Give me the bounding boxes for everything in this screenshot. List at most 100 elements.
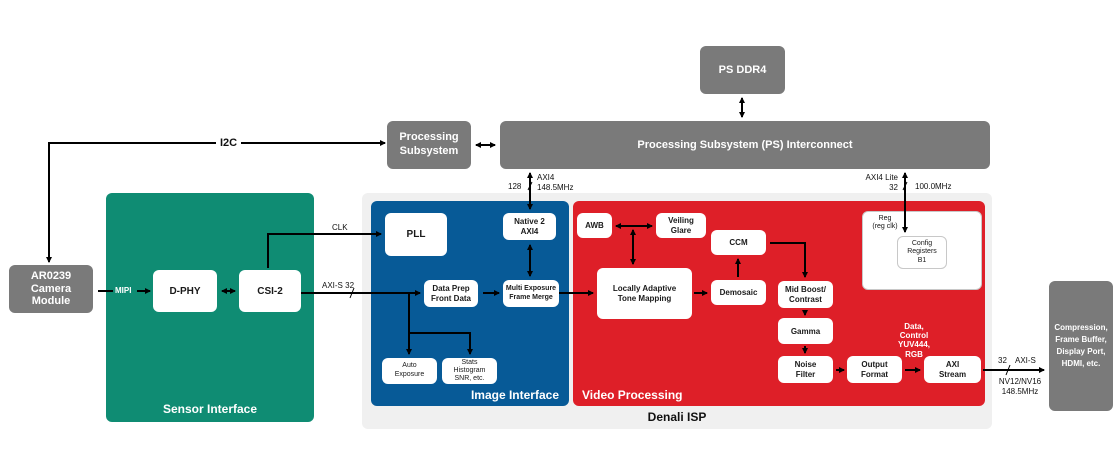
ps-ddr4[interactable]: PS DDR4 bbox=[700, 46, 785, 94]
data-note: Data, Control YUV444, RGB bbox=[896, 322, 932, 359]
veiling-glare-block[interactable]: Veiling Glare bbox=[656, 213, 706, 238]
native2axi4-line-1: Native 2 bbox=[514, 216, 545, 226]
out-format-line-2: 148.5MHz bbox=[1001, 386, 1039, 396]
ps-interconnect[interactable]: Processing Subsystem (PS) Interconnect bbox=[500, 121, 990, 169]
output-sink-line-4: HDMI, etc. bbox=[1061, 359, 1101, 368]
veiling-glare-line-1: Veiling bbox=[668, 215, 694, 225]
axi4-label: AXI4 148.5MHz bbox=[537, 173, 573, 192]
auto-exposure-block[interactable]: Auto Exposure bbox=[382, 358, 437, 384]
mid-boost-line-2: Contrast bbox=[789, 294, 822, 304]
bus-slash-out bbox=[1005, 364, 1011, 376]
noise-filter-line-2: Filter bbox=[795, 369, 816, 379]
csi2-label: CSI-2 bbox=[257, 285, 283, 297]
clk-label: CLK bbox=[332, 223, 348, 232]
data-note-line-2: Control bbox=[899, 331, 929, 341]
mid-boost-block[interactable]: Mid Boost/ Contrast bbox=[778, 281, 833, 308]
output-format-line-1: Output bbox=[861, 359, 888, 369]
ps-ddr4-label: PS DDR4 bbox=[718, 64, 767, 76]
camera-line-1: AR0239 bbox=[30, 270, 72, 283]
ps-interconnect-label: Processing Subsystem (PS) Interconnect bbox=[637, 139, 853, 151]
bus-slash-axi4 bbox=[527, 181, 533, 191]
data-note-line-1: Data, bbox=[904, 322, 924, 331]
native2axi4-block[interactable]: Native 2 AXI4 bbox=[503, 213, 556, 240]
output-format-block[interactable]: Output Format bbox=[847, 356, 902, 383]
stats-line-3: SNR, etc. bbox=[454, 374, 485, 382]
auto-exposure-line-2: Exposure bbox=[394, 371, 425, 378]
axi4-line-2: 148.5MHz bbox=[537, 182, 574, 192]
data-note-line-4: RGB bbox=[905, 349, 923, 359]
data-prep-line-1: Data Prep bbox=[432, 283, 470, 293]
native2axi4-line-2: AXI4 bbox=[520, 226, 539, 236]
data-prep-block[interactable]: Data Prep Front Data bbox=[424, 280, 478, 307]
pll-block[interactable]: PLL bbox=[385, 213, 447, 256]
axis32-label: AXI-S 32 bbox=[322, 281, 355, 290]
camera-line-2: Camera bbox=[30, 282, 72, 295]
multi-exposure-line-1: Multi Exposure bbox=[505, 284, 557, 292]
sensor-interface-label: Sensor Interface bbox=[162, 402, 258, 416]
output-sink[interactable]: Compression, Frame Buffer, Display Port,… bbox=[1049, 281, 1113, 411]
output-sink-line-1: Compression, bbox=[1054, 323, 1108, 332]
processing-subsystem-line-2: Subsystem bbox=[399, 145, 459, 157]
axi4lite-label: AXI4 Lite 32 bbox=[862, 173, 898, 192]
mid-boost-line-1: Mid Boost/ bbox=[785, 284, 826, 294]
config-registers-block[interactable]: Config Registers B1 bbox=[897, 236, 947, 269]
ccm-block[interactable]: CCM bbox=[711, 230, 766, 255]
awb-label: AWB bbox=[585, 221, 604, 230]
multi-exposure-block[interactable]: Multi Exposure Frame Merge bbox=[503, 280, 559, 307]
ccm-label: CCM bbox=[729, 238, 748, 247]
axi4lite-line-1: AXI4 Lite bbox=[865, 173, 898, 182]
output-sink-line-3: Display Port, bbox=[1056, 347, 1106, 356]
dphy-label: D-PHY bbox=[169, 285, 201, 297]
axi-stream-line-2: Stream bbox=[938, 369, 967, 379]
axi-stream-line-1: AXI bbox=[945, 359, 960, 369]
stats-block[interactable]: Stats Histogram SNR, etc. bbox=[442, 358, 497, 384]
processing-subsystem-line-1: Processing bbox=[399, 131, 459, 144]
demosaic-label: Demosaic bbox=[719, 288, 758, 297]
out-format-line-1: NV12/NV16 bbox=[998, 377, 1042, 386]
config-registers-line-1: Config bbox=[911, 239, 933, 247]
tone-mapping-line-1: Locally Adaptive bbox=[612, 283, 677, 293]
output-format-line-2: Format bbox=[860, 369, 889, 379]
noise-filter-line-1: Noise bbox=[794, 359, 817, 369]
processing-subsystem[interactable]: Processing Subsystem bbox=[387, 121, 471, 169]
demosaic-block[interactable]: Demosaic bbox=[711, 280, 766, 305]
config-registers-line-3: B1 bbox=[917, 256, 927, 264]
out-format-label: NV12/NV16 148.5MHz bbox=[997, 377, 1043, 396]
reg-line-1: Reg bbox=[878, 215, 892, 222]
image-interface-label: Image Interface bbox=[470, 388, 559, 402]
multi-exposure-line-2: Frame Merge bbox=[509, 293, 553, 301]
auto-exposure-line-1: Auto bbox=[402, 362, 417, 370]
config-registers-line-2: Registers bbox=[907, 248, 937, 256]
axi4lite-freq-label: 100.0MHz bbox=[915, 182, 952, 191]
tone-mapping-line-2: Tone Mapping bbox=[617, 293, 672, 303]
veiling-glare-line-2: Glare bbox=[670, 225, 692, 235]
out-width-label: 32 bbox=[998, 356, 1007, 365]
stats-line-1: Stats bbox=[461, 359, 478, 367]
camera-line-3: Module bbox=[31, 295, 71, 308]
axi4-width-label: 128 bbox=[508, 182, 522, 191]
data-note-line-3: YUV444, bbox=[897, 340, 931, 350]
bus-slash-axi4lite bbox=[902, 181, 908, 191]
axi-stream-block[interactable]: AXI Stream bbox=[924, 356, 981, 383]
axi4-line-1: AXI4 bbox=[537, 173, 555, 182]
dphy-block[interactable]: D-PHY bbox=[153, 270, 217, 312]
csi2-block[interactable]: CSI-2 bbox=[239, 270, 301, 312]
stats-line-2: Histogram bbox=[453, 367, 486, 375]
reg-line-2: (reg clk) bbox=[872, 223, 898, 231]
gamma-label: Gamma bbox=[790, 326, 821, 336]
output-sink-line-2: Frame Buffer, bbox=[1055, 335, 1107, 344]
denali-isp-label: Denali ISP bbox=[647, 410, 707, 424]
tone-mapping-block[interactable]: Locally Adaptive Tone Mapping bbox=[597, 268, 692, 319]
camera-module[interactable]: AR0239 Camera Module bbox=[9, 265, 93, 313]
reg-label: Reg (reg clk) bbox=[866, 215, 904, 232]
gamma-block[interactable]: Gamma bbox=[778, 318, 833, 344]
pll-label: PLL bbox=[406, 229, 426, 240]
i2c-label: I2C bbox=[216, 137, 242, 149]
awb-block[interactable]: AWB bbox=[577, 213, 612, 238]
mipi-label: MIPI bbox=[115, 286, 132, 295]
noise-filter-block[interactable]: Noise Filter bbox=[778, 356, 833, 383]
out-proto-label: AXI-S bbox=[1015, 356, 1036, 365]
axi4lite-line-2: 32 bbox=[889, 182, 898, 192]
data-prep-line-2: Front Data bbox=[431, 293, 471, 303]
video-processing-label: Video Processing bbox=[582, 388, 683, 402]
